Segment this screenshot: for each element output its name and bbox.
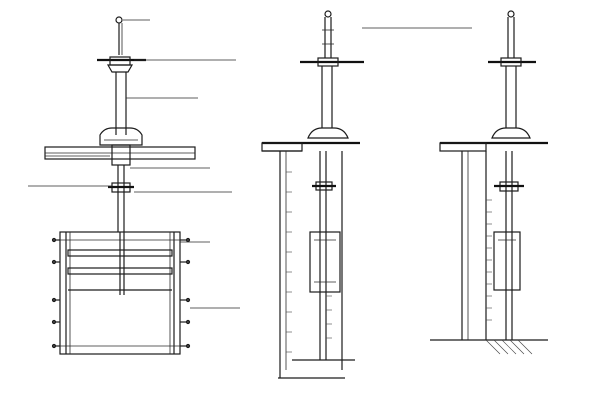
bolts-right [180, 237, 191, 349]
well-shaft-right [430, 151, 548, 355]
lower-stem [108, 165, 134, 232]
handwheel [97, 56, 146, 73]
handwheel-right [488, 57, 536, 128]
handle-top-right [507, 10, 515, 58]
handle-top-middle [322, 10, 334, 58]
depth-marks-middle [286, 171, 332, 353]
bearing-housing [99, 127, 143, 146]
figure-middle-well [261, 10, 472, 379]
handwheel-middle [300, 57, 364, 128]
leader-lines-left [28, 19, 240, 309]
spindle-rod [115, 72, 127, 135]
figure-left-assembly [28, 16, 240, 355]
housing-right [439, 127, 548, 152]
housing-middle [261, 127, 360, 152]
depth-marks-right [486, 199, 492, 321]
figure-right-well [430, 10, 548, 355]
bolts-left [51, 237, 60, 349]
top-plate [44, 144, 196, 166]
handwheel-knob [115, 16, 123, 55]
frame-tank [51, 231, 191, 355]
well-shaft-middle [278, 151, 355, 379]
